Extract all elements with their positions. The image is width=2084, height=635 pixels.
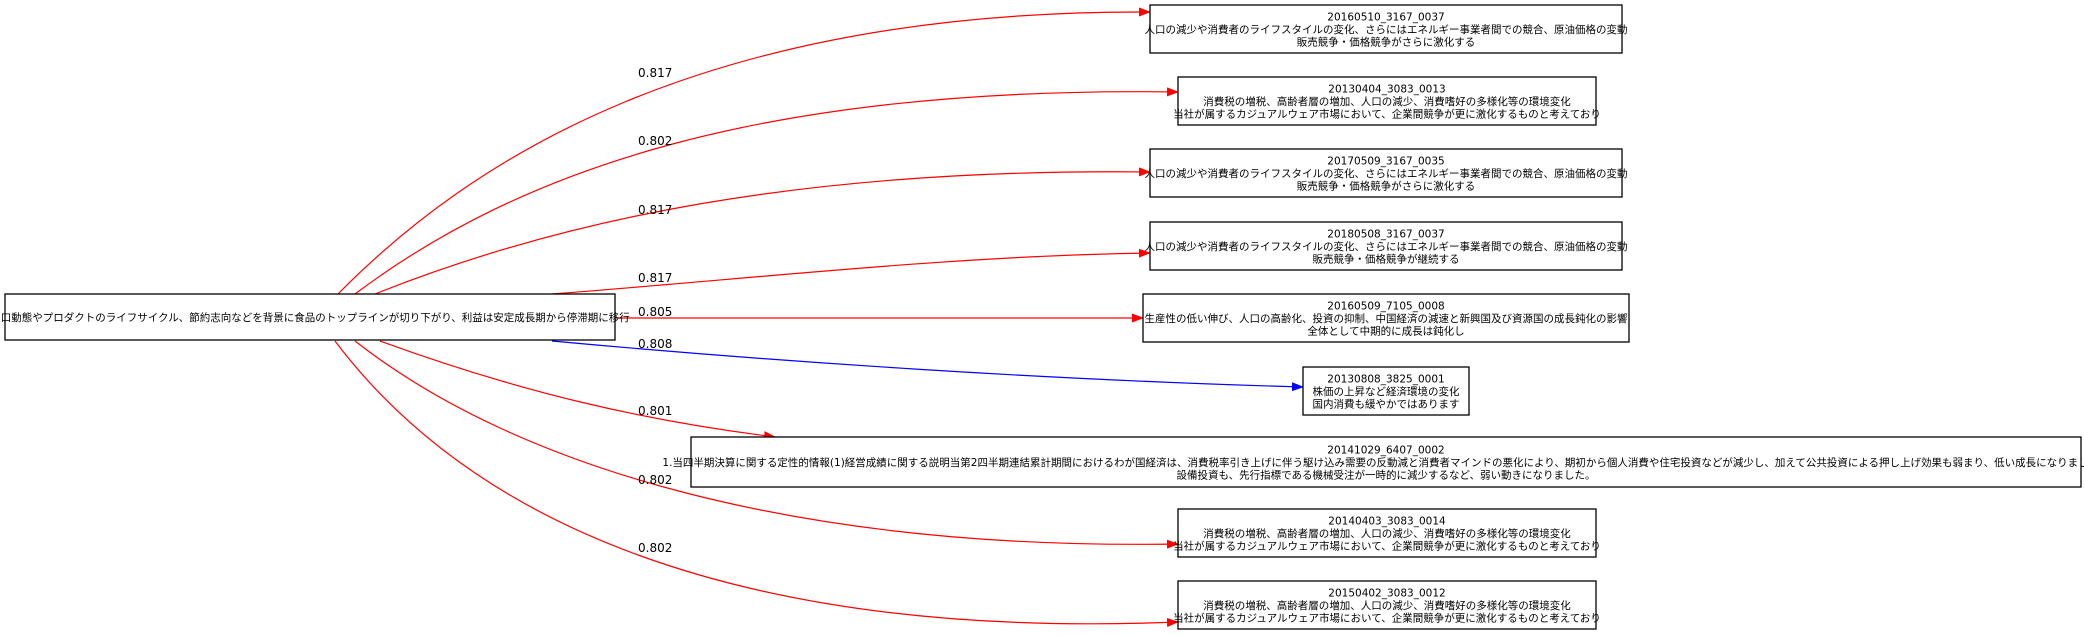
target-node-20180508_3167_0037-text-line: 人口の減少や消費者のライフスタイルの変化、さらにはエネルギー事業者間での競合、原… (1145, 240, 1628, 253)
target-node-20160509_7105_0008: 20160509_7105_0008生産性の低い伸び、人口の高齢化、投資の抑制、… (1142, 293, 1630, 343)
target-node-20170509_3167_0035-text-line: 人口の減少や消費者のライフスタイルの変化、さらにはエネルギー事業者間での競合、原… (1145, 167, 1628, 180)
target-node-20150402_3083_0012-box (1177, 580, 1597, 630)
target-node-20130404_3083_0013-text-line: 消費税の増税、高齢者層の増加、人口の減少、消費嗜好の多様化等の環境変化 (1203, 95, 1571, 108)
target-node-20170509_3167_0035-text-line: 販売競争・価格競争がさらに激化する (1297, 180, 1476, 193)
target-node-20160509_7105_0008-id: 20160509_7105_0008 (1327, 301, 1444, 313)
edge-to-20130404_3083_0013 (354, 87, 1179, 295)
edge-to-20170509_3167_0035 (374, 167, 1151, 295)
edge-label-20180508_3167_0037: 0.817 (638, 271, 672, 285)
edge-to-20150402_3083_0012 (334, 340, 1179, 627)
target-node-20130808_3825_0001-id: 20130808_3825_0001 (1327, 374, 1444, 386)
edge-label-20160510_3167_0037: 0.817 (638, 66, 672, 80)
target-node-20141029_6407_0002-id: 20141029_6407_0002 (1327, 445, 1444, 457)
target-node-20150402_3083_0012-id: 20150402_3083_0012 (1328, 588, 1445, 600)
source-node: 人口動態やプロダクトのライフサイクル、節約志向などを背景に食品のトップラインが切… (0, 293, 630, 341)
target-node-20130808_3825_0001-box (1302, 366, 1470, 416)
target-node-20141029_6407_0002-text-line: 設備投資も、先行指標である機械受注が一時的に減少するなど、弱い動きになりました。 (1176, 469, 1595, 482)
target-node-20160510_3167_0037-id: 20160510_3167_0037 (1327, 12, 1444, 24)
target-node-20170509_3167_0035-box (1149, 148, 1623, 198)
edge-label-20130404_3083_0013: 0.802 (638, 134, 672, 148)
target-node-20141029_6407_0002: 20141029_6407_00021.当四半期決算に関する定性的情報(1)経営… (662, 436, 2084, 488)
target-node-20160509_7105_0008-box (1142, 293, 1630, 343)
target-node-20130808_3825_0001-text-line: 株価の上昇など経済環境の変化 (1313, 385, 1460, 398)
edge-to-20140403_3083_0014 (354, 340, 1179, 549)
edge-to-20180508_3167_0037 (551, 248, 1151, 295)
target-node-20160509_7105_0008-text-line: 生産性の低い伸び、人口の高齢化、投資の抑制、中国経済の減速と新興国及び資源国の成… (1145, 312, 1628, 325)
edge-label-20140403_3083_0014: 0.802 (638, 473, 672, 487)
target-node-20180508_3167_0037-text-line: 販売競争・価格競争が継続する (1313, 253, 1460, 266)
target-node-20130808_3825_0001: 20130808_3825_0001株価の上昇など経済環境の変化国内消費も緩やか… (1302, 366, 1470, 416)
source-node-box (4, 293, 616, 341)
target-node-20141029_6407_0002-box (690, 436, 2082, 488)
edge-label-20160509_7105_0008: 0.805 (638, 305, 672, 319)
target-node-20130808_3825_0001-text-line: 国内消費も緩やかではあります (1313, 398, 1460, 411)
target-node-20170509_3167_0035-id: 20170509_3167_0035 (1327, 156, 1444, 168)
target-node-20140403_3083_0014-text-line: 消費税の増税、高齢者層の増加、人口の減少、消費嗜好の多様化等の環境変化 (1203, 527, 1571, 540)
edge-label-20170509_3167_0035: 0.817 (638, 203, 672, 217)
edge-to-20141029_6407_0002 (379, 340, 776, 441)
target-node-20160510_3167_0037: 20160510_3167_0037人口の減少や消費者のライフスタイルの変化、さ… (1145, 4, 1628, 54)
target-node-20180508_3167_0037: 20180508_3167_0037人口の減少や消費者のライフスタイルの変化、さ… (1145, 221, 1628, 271)
target-node-20140403_3083_0014-box (1177, 508, 1597, 558)
target-node-20150402_3083_0012: 20150402_3083_0012消費税の増税、高齢者層の増加、人口の減少、消… (1173, 580, 1601, 630)
nodes-layer: 人口動態やプロダクトのライフサイクル、節約志向などを背景に食品のトップラインが切… (0, 4, 2084, 630)
edge-label-20141029_6407_0002: 0.801 (638, 404, 672, 418)
target-node-20150402_3083_0012-text-line: 当社が属するカジュアルウェア市場において、企業間競争が更に激化するものと考えてお… (1173, 612, 1601, 625)
target-node-20170509_3167_0035: 20170509_3167_0035人口の減少や消費者のライフスタイルの変化、さ… (1145, 148, 1628, 198)
target-node-20160510_3167_0037-text-line: 販売競争・価格競争がさらに激化する (1297, 36, 1476, 49)
target-node-20160510_3167_0037-box (1149, 4, 1623, 54)
edges-layer: 0.817 0.802 0.817 0.817 0.805 0.808 0.801 0.802… (334, 7, 1304, 627)
target-node-20130404_3083_0013: 20130404_3083_0013消費税の増税、高齢者層の増加、人口の減少、消… (1173, 76, 1601, 126)
edge-to-20130808_3825_0001 (551, 340, 1304, 392)
target-node-20130404_3083_0013-box (1177, 76, 1597, 126)
source-node-text-line: 人口動態やプロダクトのライフサイクル、節約志向などを背景に食品のトップラインが切… (0, 311, 630, 324)
target-node-20140403_3083_0014: 20140403_3083_0014消費税の増税、高齢者層の増加、人口の減少、消… (1173, 508, 1601, 558)
target-node-20140403_3083_0014-text-line: 当社が属するカジュアルウェア市場において、企業間競争が更に激化するものと考えてお… (1173, 540, 1601, 553)
target-node-20150402_3083_0012-text-line: 消費税の増税、高齢者層の増加、人口の減少、消費嗜好の多様化等の環境変化 (1203, 599, 1571, 612)
target-node-20180508_3167_0037-id: 20180508_3167_0037 (1327, 229, 1444, 241)
target-node-20180508_3167_0037-box (1149, 221, 1623, 271)
edge-label-20150402_3083_0012: 0.802 (638, 541, 672, 555)
target-node-20160509_7105_0008-text-line: 全体として中期的に成長は鈍化し (1307, 325, 1464, 338)
target-node-20160510_3167_0037-text-line: 人口の減少や消費者のライフスタイルの変化、さらにはエネルギー事業者間での競合、原… (1145, 23, 1628, 36)
edge-to-20160510_3167_0037 (337, 7, 1151, 295)
edge-label-20130808_3825_0001: 0.808 (638, 337, 672, 351)
target-node-20140403_3083_0014-id: 20140403_3083_0014 (1328, 516, 1446, 528)
target-node-20130404_3083_0013-text-line: 当社が属するカジュアルウェア市場において、企業間競争が更に激化するものと考えてお… (1173, 108, 1601, 121)
target-node-20141029_6407_0002-text-line: 1.当四半期決算に関する定性的情報(1)経営成績に関する説明当第2四半期連結累計… (662, 456, 2084, 469)
target-node-20130404_3083_0013-id: 20130404_3083_0013 (1328, 84, 1445, 96)
